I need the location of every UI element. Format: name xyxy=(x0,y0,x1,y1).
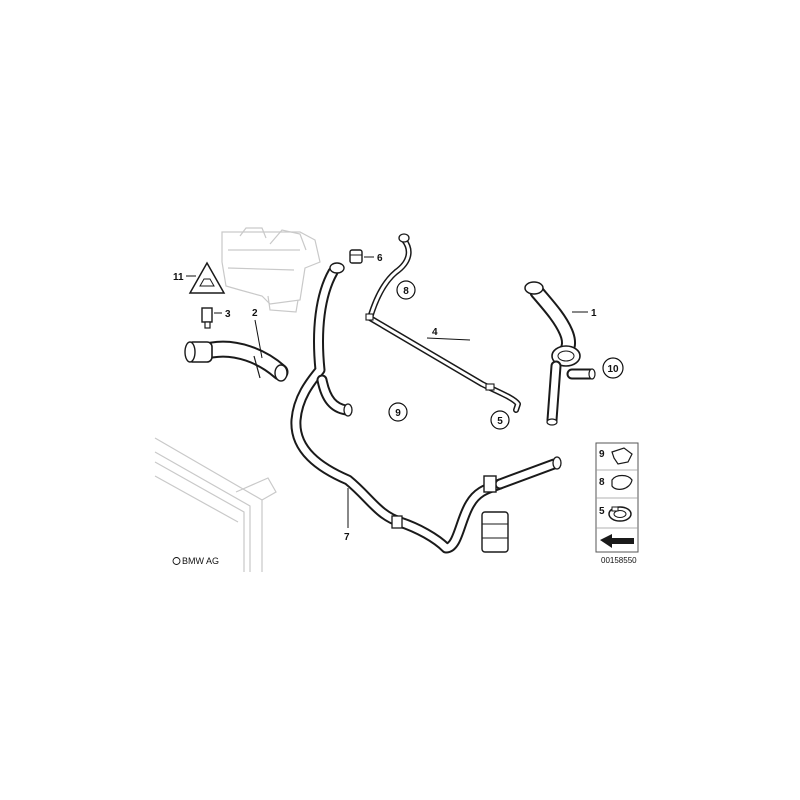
circle-5 xyxy=(490,410,510,430)
clip-9-icon xyxy=(611,447,633,465)
part-11-warning-label[interactable] xyxy=(188,261,226,294)
leader-4 xyxy=(426,337,471,341)
circle-label-5: 5 xyxy=(497,416,503,427)
clip-8-icon xyxy=(611,474,633,490)
part-4-vent-line[interactable] xyxy=(365,233,521,413)
legend-label-8: 8 xyxy=(599,477,605,488)
legend-box: 9 8 5 xyxy=(595,442,639,553)
leader-2 xyxy=(254,319,263,359)
label-part-6: 6 xyxy=(377,253,383,264)
copyright-notice: BMW AG xyxy=(172,556,219,566)
part-7-hose[interactable] xyxy=(290,262,562,554)
part-1-hose[interactable] xyxy=(524,281,596,426)
circle-label-9: 9 xyxy=(395,408,401,419)
expansion-tank-ghost xyxy=(221,227,321,313)
copyright-icon xyxy=(172,557,181,565)
circle-10 xyxy=(602,357,624,379)
label-part-11: 11 xyxy=(173,272,184,283)
part-6-cap[interactable] xyxy=(349,249,363,264)
label-part-2: 2 xyxy=(252,308,258,319)
part-2-hose[interactable] xyxy=(184,340,289,382)
circle-9 xyxy=(388,402,408,422)
circle-label-10: 10 xyxy=(607,364,619,375)
circle-label-8: 8 xyxy=(403,286,409,297)
legend-label-5: 5 xyxy=(599,506,605,517)
radiator-ghost xyxy=(154,437,277,572)
circle-8 xyxy=(396,280,416,300)
label-part-4: 4 xyxy=(432,327,438,338)
document-number: 00158550 xyxy=(601,556,637,565)
part-3-sensor[interactable] xyxy=(201,307,213,329)
label-part-1: 1 xyxy=(591,308,597,319)
direction-arrow-icon xyxy=(600,534,634,548)
legend-label-9: 9 xyxy=(599,449,605,460)
label-part-3: 3 xyxy=(225,309,231,320)
copyright-text: BMW AG xyxy=(182,556,219,566)
label-part-7: 7 xyxy=(344,532,350,543)
hose-clamp-5-icon xyxy=(608,506,632,522)
